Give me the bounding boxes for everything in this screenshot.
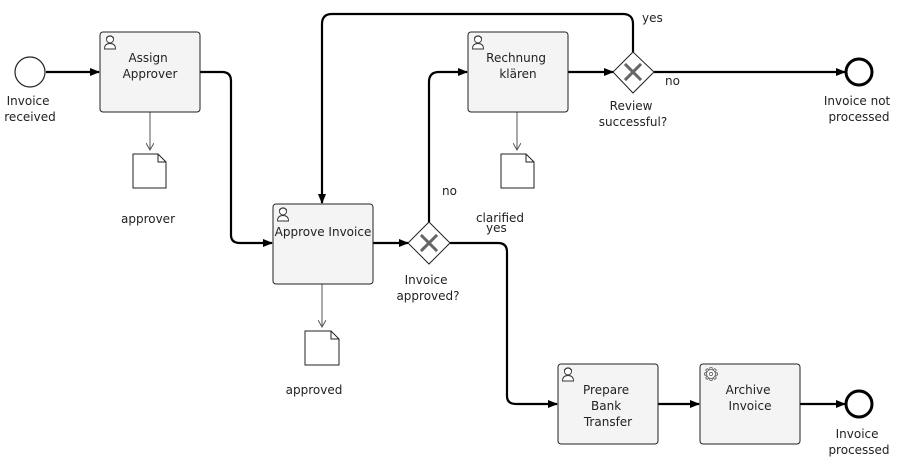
task-rechnung-klaeren[interactable]: Rechnung klären bbox=[467, 31, 569, 113]
task-prepare-bank-transfer-label: Prepare Bank Transfer bbox=[583, 383, 633, 429]
task-prepare-bank-transfer-label-line-2: Bank bbox=[591, 399, 621, 413]
gateway-review-successful-label: Review successful? bbox=[599, 99, 667, 129]
data-object-approver[interactable] bbox=[132, 153, 167, 189]
task-prepare-bank-transfer[interactable]: Prepare Bank Transfer bbox=[557, 363, 659, 445]
gateway-invoice-approved-label: Invoice approved? bbox=[396, 273, 459, 303]
end-event-processed-label: Invoice processed bbox=[828, 427, 889, 457]
gateway-invoice-approved-label-line-1: Invoice bbox=[405, 273, 448, 287]
task-rechnung-klaeren-label-line-2: klären bbox=[499, 67, 536, 81]
sequence-flows bbox=[46, 12, 846, 408]
exclusive-x-icon bbox=[419, 233, 439, 253]
data-associations bbox=[150, 112, 517, 327]
gateway-review-successful[interactable] bbox=[612, 51, 655, 94]
flow-gateway-yes-to-prepare bbox=[450, 241, 558, 408]
task-assign-approver-label: Assign Approver bbox=[123, 51, 178, 81]
task-prepare-bank-transfer-label-line-1: Prepare bbox=[583, 383, 629, 397]
data-object-clarified-label: clarified bbox=[476, 211, 524, 225]
start-event[interactable] bbox=[14, 56, 46, 88]
flow-label-review-no: no bbox=[665, 74, 680, 88]
flow-gateway-no-to-rechnung bbox=[427, 68, 468, 222]
gateway-review-successful-label-line-2: successful? bbox=[599, 115, 667, 129]
task-archive-invoice-label-line-2: Invoice bbox=[729, 399, 772, 413]
start-event-label: Invoice received bbox=[4, 94, 55, 124]
end-event-not-processed-label-line-2: processed bbox=[828, 110, 889, 124]
user-icon bbox=[562, 367, 574, 382]
gateway-invoice-approved[interactable] bbox=[407, 221, 451, 265]
data-object-approver-label: approver bbox=[121, 212, 175, 226]
task-prepare-bank-transfer-label-line-3: Transfer bbox=[583, 415, 632, 429]
start-event-label-line-1: Invoice bbox=[7, 94, 50, 108]
end-event-processed[interactable] bbox=[844, 389, 874, 419]
flow-review-yes-to-approve bbox=[318, 12, 635, 204]
end-event-processed-label-line-2: processed bbox=[828, 443, 889, 457]
gateway-invoice-approved-label-line-2: approved? bbox=[396, 289, 459, 303]
end-event-processed-label-line-1: Invoice bbox=[836, 427, 879, 441]
data-object-approved[interactable] bbox=[304, 330, 340, 366]
task-approve-invoice[interactable]: Approve Invoice bbox=[272, 203, 374, 285]
task-assign-approver-label-line-1: Assign bbox=[128, 51, 167, 65]
task-assign-approver-label-line-2: Approver bbox=[123, 67, 178, 81]
task-approve-invoice-label-line-1: Approve Invoice bbox=[275, 225, 372, 239]
task-rechnung-klaeren-label: Rechnung klären bbox=[486, 51, 550, 81]
start-event-label-line-2: received bbox=[4, 110, 55, 124]
task-archive-invoice-label: Archive Invoice bbox=[726, 383, 775, 413]
data-object-clarified[interactable] bbox=[500, 153, 535, 189]
flow-label-approved-yes: yes bbox=[486, 221, 507, 235]
task-archive-invoice[interactable]: Archive Invoice bbox=[699, 363, 801, 445]
user-icon bbox=[472, 35, 484, 50]
user-icon bbox=[104, 35, 116, 50]
gateway-review-successful-label-line-1: Review bbox=[610, 99, 653, 113]
end-event-not-processed[interactable] bbox=[844, 57, 874, 87]
end-event-not-processed-label: Invoice not processed bbox=[824, 94, 894, 124]
flow-assign-to-approve bbox=[200, 70, 273, 247]
flow-label-review-yes: yes bbox=[642, 11, 663, 25]
task-archive-invoice-label-line-1: Archive bbox=[726, 383, 771, 397]
task-rechnung-klaeren-label-line-1: Rechnung bbox=[486, 51, 546, 65]
task-approve-invoice-label: Approve Invoice bbox=[275, 225, 372, 239]
task-assign-approver[interactable]: Assign Approver bbox=[99, 31, 201, 113]
gear-icon bbox=[704, 367, 718, 381]
data-object-approved-label: approved bbox=[286, 383, 343, 397]
exclusive-x-icon bbox=[623, 62, 643, 82]
flow-label-approved-no: no bbox=[442, 184, 457, 198]
user-icon bbox=[277, 207, 289, 222]
end-event-not-processed-label-line-1: Invoice not bbox=[824, 94, 891, 108]
